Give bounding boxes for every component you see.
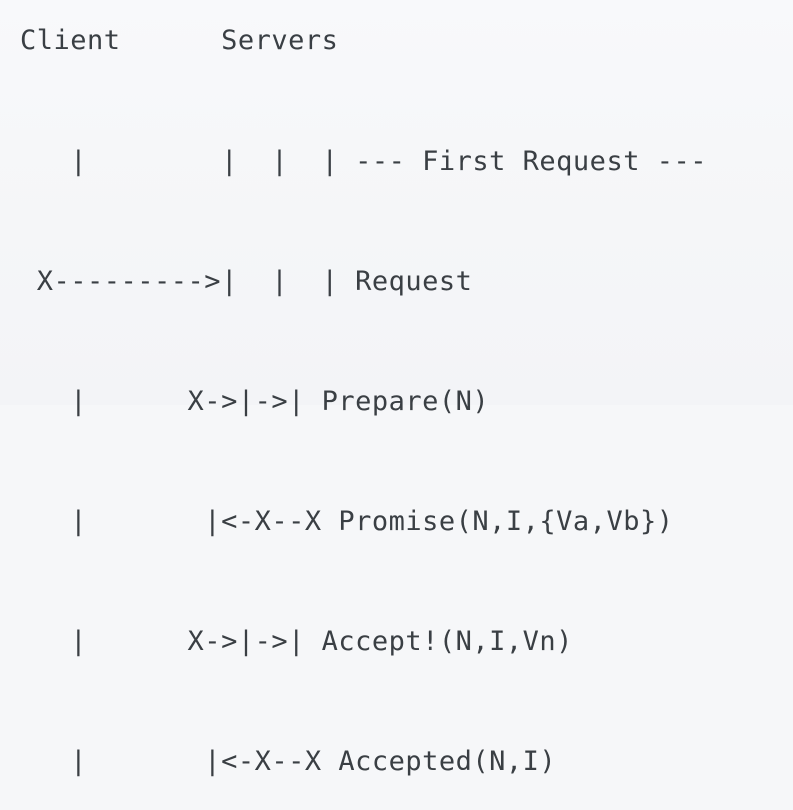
diagram-row-accept: | X->|->| Accept!(N,I,Vn) — [20, 626, 573, 657]
diagram-row-first-request: | | | | --- First Request --- — [20, 146, 707, 177]
diagram-header-row: Client Servers — [20, 25, 339, 56]
ascii-sequence-diagram: Client Servers | | | | --- First Request… — [0, 0, 793, 777]
diagram-row-prepare: | X->|->| Prepare(N) — [20, 386, 490, 417]
diagram-row-promise: | |<-X--X Promise(N,I,{Va,Vb}) — [20, 506, 674, 537]
diagram-row-request: X--------->| | | Request — [20, 266, 473, 297]
ascii-body: | | | | --- First Request --- X---------… — [20, 62, 707, 810]
diagram-row-accepted: | |<-X--X Accepted(N,I) — [20, 746, 557, 777]
